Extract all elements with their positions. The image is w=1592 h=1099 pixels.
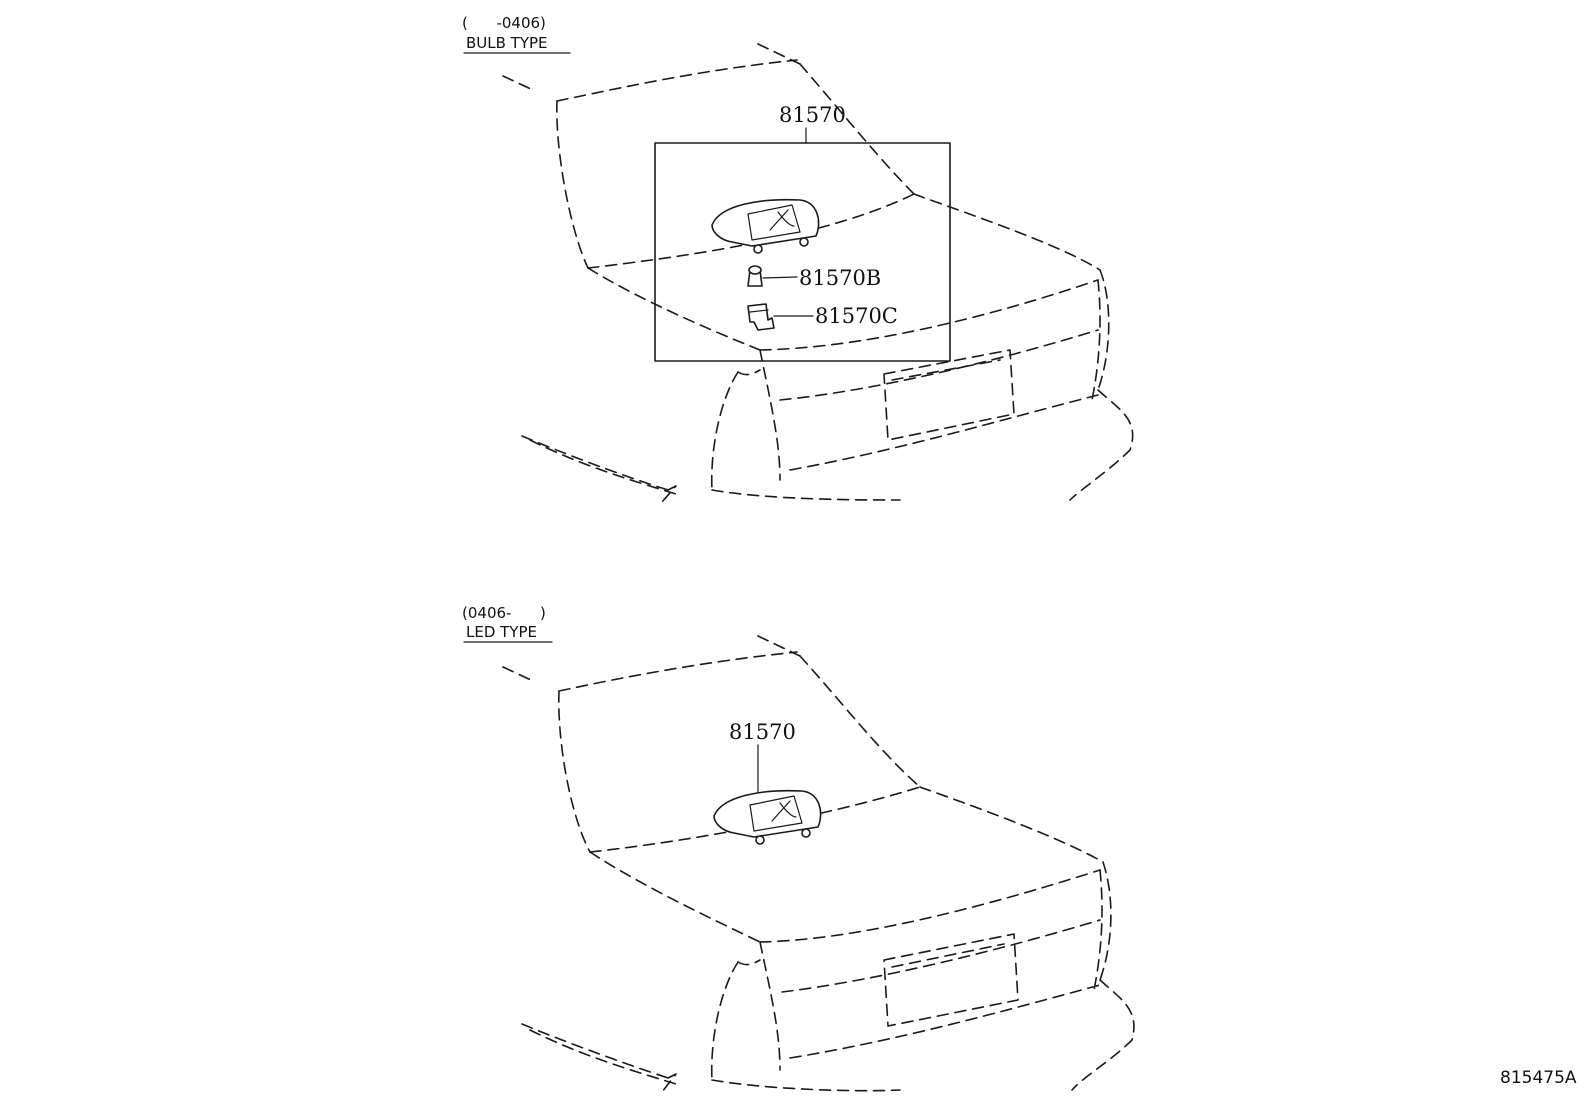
component-box [654, 142, 951, 362]
bulb-type-label: BULB TYPE [466, 34, 548, 52]
figure-code: 815475A [1500, 1068, 1577, 1088]
bulb-type-view: ( -0406) BULB TYPE [462, 14, 1134, 503]
callout-81570C: 81570C [815, 304, 898, 328]
led-type-range: (0406- ) [462, 604, 546, 622]
callout-81570B: 81570B [799, 266, 881, 290]
car-rear-outline-bottom [502, 635, 1135, 1093]
bulb-type-range: ( -0406) [462, 14, 546, 32]
callout-81570-top: 81570 [779, 103, 846, 127]
socket-81570C [747, 303, 814, 331]
led-type-view: (0406- ) LED TYPE [462, 604, 1135, 1093]
high-mount-stop-lamp-81570-led [713, 789, 822, 845]
high-mount-stop-lamp-81570 [711, 198, 820, 254]
bulb-81570B [747, 265, 798, 287]
led-type-label: LED TYPE [466, 623, 537, 641]
car-rear-outline-top [502, 43, 1134, 503]
callout-81570-led: 81570 [729, 720, 796, 744]
